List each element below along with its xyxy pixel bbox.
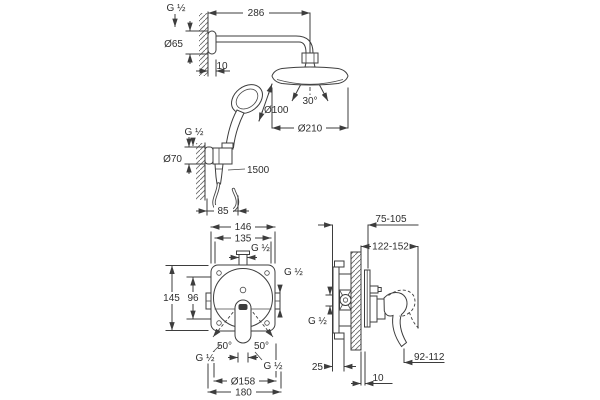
dim-arm-length: 286 — [207, 7, 311, 53]
dim-box-width-outer: 146 — [210, 221, 276, 264]
dim-overall-depth-range: 122-152 — [360, 240, 419, 329]
dim-bottom-left-thread: G ½ — [195, 344, 221, 364]
right-port-thread-label: G ½ — [284, 267, 304, 278]
dim-lever-projection-range: 92-112 — [403, 348, 445, 366]
body-depth-label: 25 — [312, 362, 324, 373]
dim-flange-diameter: Ø65 — [164, 21, 209, 64]
dim-bottom-right-thread: G ½ — [254, 351, 284, 372]
mixer-side-view: 75-105 122-152 G ½ 25 — [308, 214, 445, 387]
mixer-lever-front — [234, 299, 252, 344]
arm-wall-flange — [207, 30, 217, 55]
arm-wall-offset-label: 10 — [216, 61, 228, 72]
head-diameter-label: Ø210 — [298, 124, 323, 135]
dim-box-width-inner: 135 — [214, 232, 272, 264]
dim-spray-angle: 30° — [299, 95, 321, 107]
dim-holder-thread: G ½ — [185, 127, 205, 146]
dim-overall-width: 180 — [207, 386, 282, 399]
mixer-body-circle — [212, 268, 274, 344]
bottom-left-thread-label: G ½ — [196, 353, 216, 364]
wall-section-top — [199, 11, 209, 77]
arm-length-label: 286 — [248, 8, 265, 19]
bottom-right-thread-label: G ½ — [264, 361, 284, 372]
overall-width-label: 180 — [235, 388, 252, 399]
dim-wall-thread: G ½ — [167, 3, 187, 27]
swing-angle-left-label: 50° — [217, 341, 232, 352]
hose-loop-width-label: 85 — [217, 206, 229, 217]
mixer-trim-and-handle — [364, 269, 420, 348]
spray-angle-label: 30° — [302, 96, 317, 107]
mounting-depth-range-label: 75-105 — [375, 214, 407, 225]
dim-box-height-outer: 145 — [160, 265, 209, 331]
holder-flange-diameter-label: Ø70 — [163, 154, 182, 165]
mixer-front-view: 146 135 G ½ G ½ — [160, 221, 304, 399]
top-port-thread-label: G ½ — [251, 243, 271, 254]
dim-hose-loop-width: 85 — [196, 195, 249, 217]
inlet-thread-label: G ½ — [308, 316, 328, 327]
wall-thread-label: G ½ — [167, 3, 187, 14]
box-height-outer-label: 145 — [163, 293, 180, 304]
hose-length-label: 1500 — [247, 165, 270, 176]
hand-shower-holder — [196, 142, 240, 214]
dim-plate-diameter: Ø158 — [213, 375, 277, 388]
ext-lines-overall-width — [207, 363, 282, 389]
dim-hose-length: 1500 — [227, 165, 270, 176]
dim-swing-angles: 50° 50° — [214, 340, 272, 363]
dim-box-height-inner: 96 — [185, 276, 211, 320]
plate-diameter-label: Ø158 — [231, 377, 256, 388]
dim-right-port-thread: G ½ — [277, 267, 304, 318]
dim-inlet-thread: G ½ — [308, 286, 334, 327]
box-width-outer-label: 146 — [235, 222, 252, 233]
head-shower-view: G ½ 286 Ø65 10 30° — [163, 3, 349, 217]
shower-arm — [215, 35, 314, 54]
mixer-lever-side-dashed — [388, 289, 420, 329]
handshower-diameter-label: Ø100 — [264, 105, 289, 116]
mixer-lever-side — [383, 292, 408, 348]
overall-depth-range-label: 122-152 — [372, 242, 409, 253]
box-height-inner-label: 96 — [187, 293, 199, 304]
dim-wall-finish-thickness: 10 — [351, 373, 393, 387]
dim-body-depth: 25 — [312, 339, 356, 373]
dim-head-diameter: Ø210 — [271, 87, 349, 135]
dim-top-port-thread: G ½ — [229, 243, 271, 261]
dim-handshower-diameter: Ø100 — [258, 83, 289, 122]
dim-holder-flange-diameter: Ø70 — [163, 137, 206, 174]
wall-section-side — [350, 245, 366, 386]
holder-thread-label: G ½ — [185, 127, 205, 138]
swing-angle-right-label: 50° — [254, 341, 269, 352]
hand-shower — [225, 84, 263, 149]
wall-finish-thickness-label: 10 — [372, 373, 384, 384]
box-width-inner-label: 135 — [235, 234, 252, 245]
lever-projection-range-label: 92-112 — [414, 352, 445, 363]
dim-arm-wall-offset: 10 — [196, 59, 230, 77]
flange-diameter-label: Ø65 — [164, 39, 183, 50]
mixer-valve-body — [332, 260, 352, 340]
